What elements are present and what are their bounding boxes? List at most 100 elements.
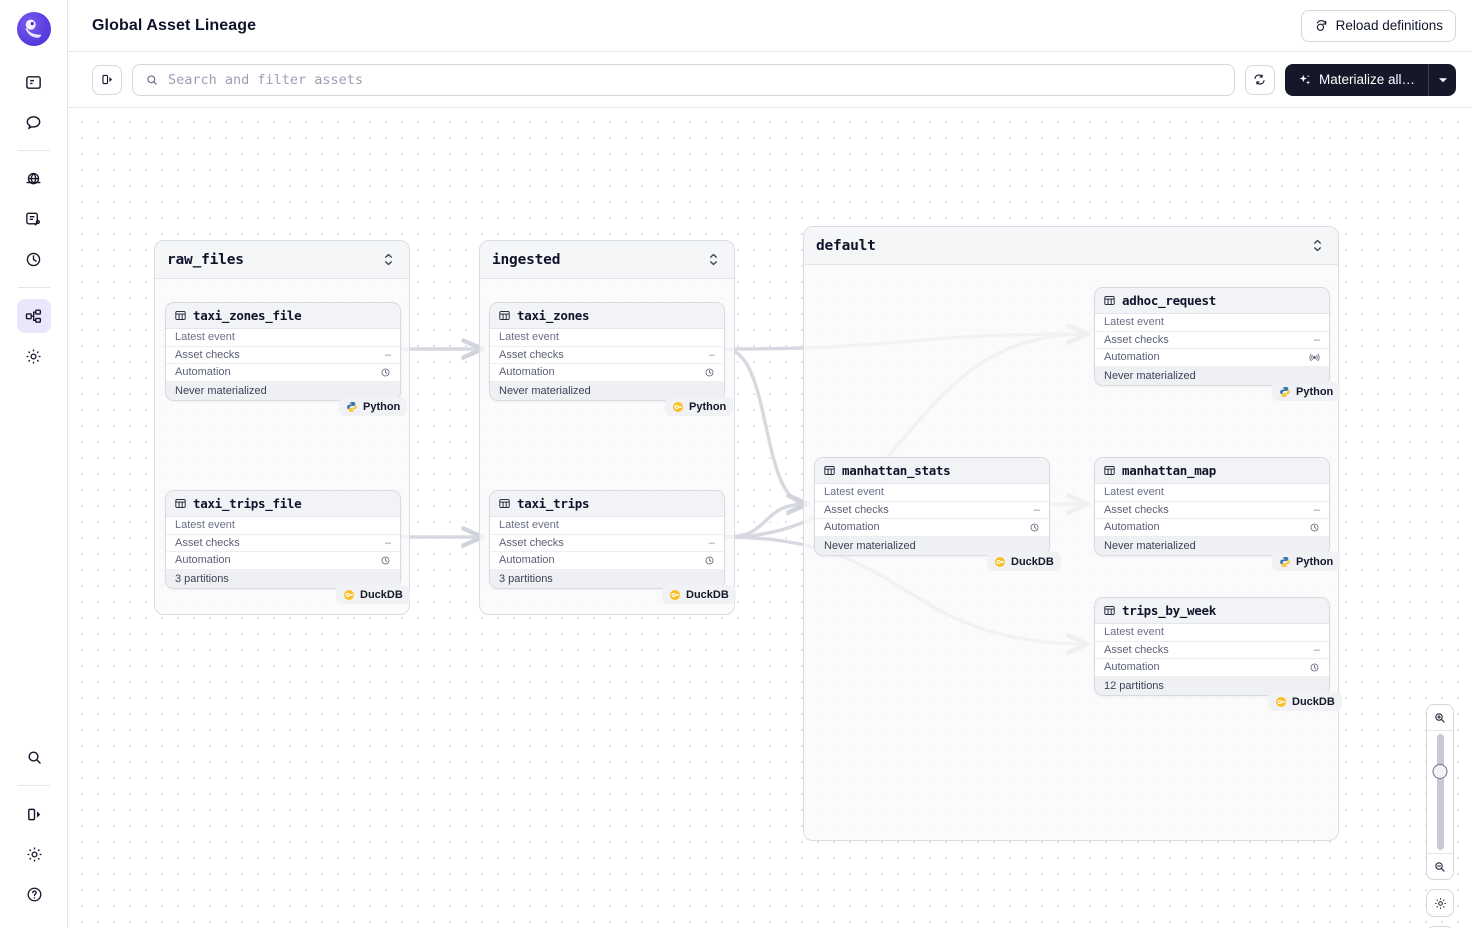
engine-tag-manhattan_stats[interactable]: DuckDB: [987, 552, 1061, 571]
zoom-in-button[interactable]: [1427, 705, 1453, 730]
engine-tag-label: Python: [689, 400, 727, 413]
row-asset-checks[interactable]: Asset checks–: [166, 534, 400, 552]
zoom-controls: [1426, 704, 1454, 928]
row-latest-event[interactable]: Latest event: [1095, 484, 1329, 502]
row-latest-event[interactable]: Latest event: [166, 517, 400, 535]
row-asset-checks[interactable]: Asset checks –: [1095, 501, 1329, 519]
row-value-asset-checks: –: [384, 348, 391, 361]
asset-group-name: ingested: [492, 251, 561, 268]
row-automation[interactable]: Automation: [1095, 349, 1329, 367]
sidebar-item-schedules[interactable]: [17, 242, 51, 276]
row-automation[interactable]: Automation: [166, 552, 400, 570]
row-latest-event[interactable]: Latest event: [490, 517, 724, 535]
refresh-icon: [1252, 72, 1267, 87]
asset-group-header-raw_files[interactable]: raw_files: [155, 241, 409, 279]
python-logo-icon: [1279, 386, 1291, 398]
sidebar-expand[interactable]: [17, 797, 51, 831]
sidebar-search[interactable]: [17, 740, 51, 774]
reload-definitions-button[interactable]: Reload definitions: [1300, 9, 1456, 42]
left-sidebar: [0, 0, 68, 928]
sidebar-item-jobs[interactable]: [17, 202, 51, 236]
row-asset-checks[interactable]: Asset checks–: [1095, 331, 1329, 349]
row-latest-event[interactable]: Latest event: [490, 329, 724, 347]
row-latest-event[interactable]: Latest event: [815, 484, 1049, 502]
row-label-latest-event: Latest event: [175, 331, 235, 344]
table-icon: [174, 497, 187, 510]
asset-node-status: Never materialized: [1095, 536, 1329, 555]
row-value-asset-checks: –: [1313, 503, 1320, 516]
search-input[interactable]: [168, 71, 1222, 88]
zoom-slider-thumb[interactable]: [1432, 764, 1448, 779]
search-bar[interactable]: [132, 63, 1235, 96]
row-asset-checks[interactable]: Asset checks–: [490, 534, 724, 552]
collapse-icon[interactable]: [708, 253, 722, 267]
row-automation[interactable]: Automation: [815, 519, 1049, 537]
refresh-button[interactable]: [1244, 64, 1275, 95]
collapse-icon[interactable]: [1312, 239, 1326, 253]
sidebar-divider-3: [18, 785, 50, 786]
edge-taxi_trips-to-manhattan_stats: [723, 504, 807, 539]
engine-tag-trips_by_week[interactable]: DuckDB: [1268, 692, 1342, 711]
row-asset-checks[interactable]: Asset checks–: [1095, 641, 1329, 659]
row-label-automation: Automation: [1104, 351, 1160, 364]
engine-tag-manhattan_map[interactable]: Python: [1272, 552, 1341, 571]
zoom-slider[interactable]: [1427, 731, 1453, 853]
row-latest-event[interactable]: Latest event: [166, 329, 400, 347]
row-automation[interactable]: Automation: [490, 364, 724, 382]
row-automation[interactable]: Automation: [166, 364, 400, 382]
row-label-latest-event: Latest event: [1104, 486, 1164, 499]
row-asset-checks[interactable]: Asset checks–: [815, 501, 1049, 519]
row-automation[interactable]: Automation: [1095, 659, 1329, 677]
row-label-asset-checks: Asset checks: [175, 348, 240, 361]
clock-icon: [380, 555, 391, 566]
row-automation[interactable]: Automation: [490, 552, 724, 570]
row-asset-checks[interactable]: Asset checks–: [490, 346, 724, 364]
sidebar-item-overview[interactable]: [17, 65, 51, 99]
graph-settings-button[interactable]: [1426, 889, 1454, 917]
asset-node-header: manhattan_stats: [815, 458, 1049, 484]
asset-node-title: taxi_trips: [517, 496, 590, 511]
row-latest-event[interactable]: Latest event: [1095, 314, 1329, 332]
sidebar-item-feedback[interactable]: [17, 105, 51, 139]
asset-node-status: Never materialized: [490, 381, 724, 400]
sidebar-item-assets[interactable]: [16, 299, 51, 333]
engine-tag-adhoc_request[interactable]: Python: [1272, 382, 1341, 401]
asset-group-header-default[interactable]: default: [804, 227, 1338, 265]
row-label-asset-checks: Asset checks: [499, 536, 564, 549]
sidebar-item-settings[interactable]: [17, 339, 51, 373]
collapse-icon[interactable]: [383, 253, 397, 267]
duckdb-logo-icon: [672, 401, 684, 413]
row-automation[interactable]: Automation: [1095, 519, 1329, 537]
sidebar-help[interactable]: [17, 877, 51, 911]
engine-tag-taxi_trips[interactable]: DuckDB: [662, 585, 736, 604]
engine-tag-label: Python: [363, 400, 401, 413]
materialize-all-button[interactable]: Materialize all…: [1284, 63, 1428, 96]
engine-tag-taxi_trips_file[interactable]: DuckDB: [336, 585, 410, 604]
top-bar: Global Asset Lineage Reload definitions: [68, 0, 1472, 52]
materialize-dropdown-button[interactable]: [1428, 63, 1456, 96]
zoom-out-button[interactable]: [1427, 854, 1453, 879]
row-asset-checks[interactable]: Asset checks –: [166, 346, 400, 364]
row-latest-event[interactable]: Latest event: [1095, 624, 1329, 642]
row-label-latest-event: Latest event: [499, 519, 559, 532]
asset-group-header-ingested[interactable]: ingested: [480, 241, 734, 279]
sidebar-settings[interactable]: [17, 837, 51, 871]
dagster-logo[interactable]: [16, 12, 51, 46]
engine-tag-taxi_zones[interactable]: Python: [665, 397, 734, 416]
sidebar-item-deployment[interactable]: [17, 162, 51, 196]
engine-tag-taxi_zones_file[interactable]: Python: [339, 397, 408, 416]
filter-panel-toggle[interactable]: [92, 64, 122, 95]
clock-icon: [1029, 522, 1040, 533]
row-label-asset-checks: Asset checks: [1104, 503, 1169, 516]
python-logo-icon: [346, 401, 358, 413]
table-icon: [498, 497, 511, 510]
